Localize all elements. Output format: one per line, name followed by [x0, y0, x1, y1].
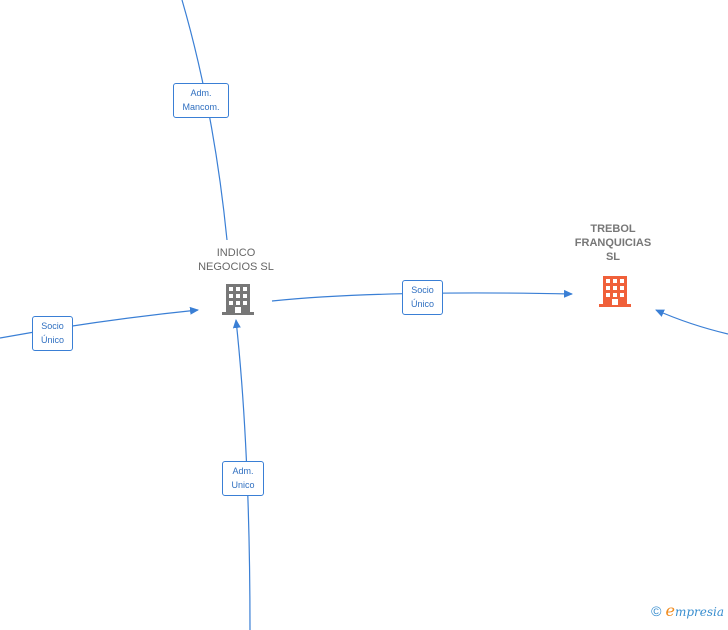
edge-label-line2: Único: [410, 299, 434, 309]
brand-logo-text: mpresia: [674, 605, 724, 619]
edge-right-line[interactable]: [655, 309, 728, 335]
brand-logo-e: e: [665, 601, 675, 620]
node-label-line1: INDICO: [216, 247, 256, 259]
edge-label-line1: Socio: [41, 321, 64, 331]
edge-label-line1: Adm.: [190, 88, 212, 98]
node-label-indico[interactable]: INDICO NEGOCIOS SL: [186, 246, 286, 274]
edge-top-line[interactable]: [181, 0, 228, 241]
edge-label-line1: Adm.: [232, 466, 254, 476]
edge-label-socio-unico-middle[interactable]: Socio Único: [402, 280, 443, 315]
edge-label-line1: Socio: [411, 285, 434, 295]
edge-label-adm-unico[interactable]: Adm. Unico: [222, 461, 264, 496]
copyright-symbol: ©: [651, 603, 662, 619]
node-label-line2: NEGOCIOS SL: [198, 261, 274, 273]
edge-label-line2: Único: [40, 335, 64, 345]
edge-left-line[interactable]: [0, 306, 199, 339]
edge-label-line2: Unico: [231, 480, 255, 490]
edge-middle-line[interactable]: [271, 289, 573, 302]
edge-label-line2: Mancom.: [182, 102, 220, 112]
node-label-trebol[interactable]: TREBOL FRANQUICIAS SL: [563, 222, 663, 264]
building-icon[interactable]: [221, 282, 255, 316]
edge-label-adm-mancom[interactable]: Adm. Mancom.: [173, 83, 229, 118]
node-label-line1: TREBOL: [590, 223, 636, 235]
node-label-line2: FRANQUICIAS: [574, 237, 652, 249]
empresia-watermark: ©empresia: [651, 601, 724, 620]
building-icon[interactable]: [598, 274, 632, 308]
edge-label-socio-unico-left[interactable]: Socio Único: [32, 316, 73, 351]
node-label-line3: SL: [605, 251, 621, 263]
